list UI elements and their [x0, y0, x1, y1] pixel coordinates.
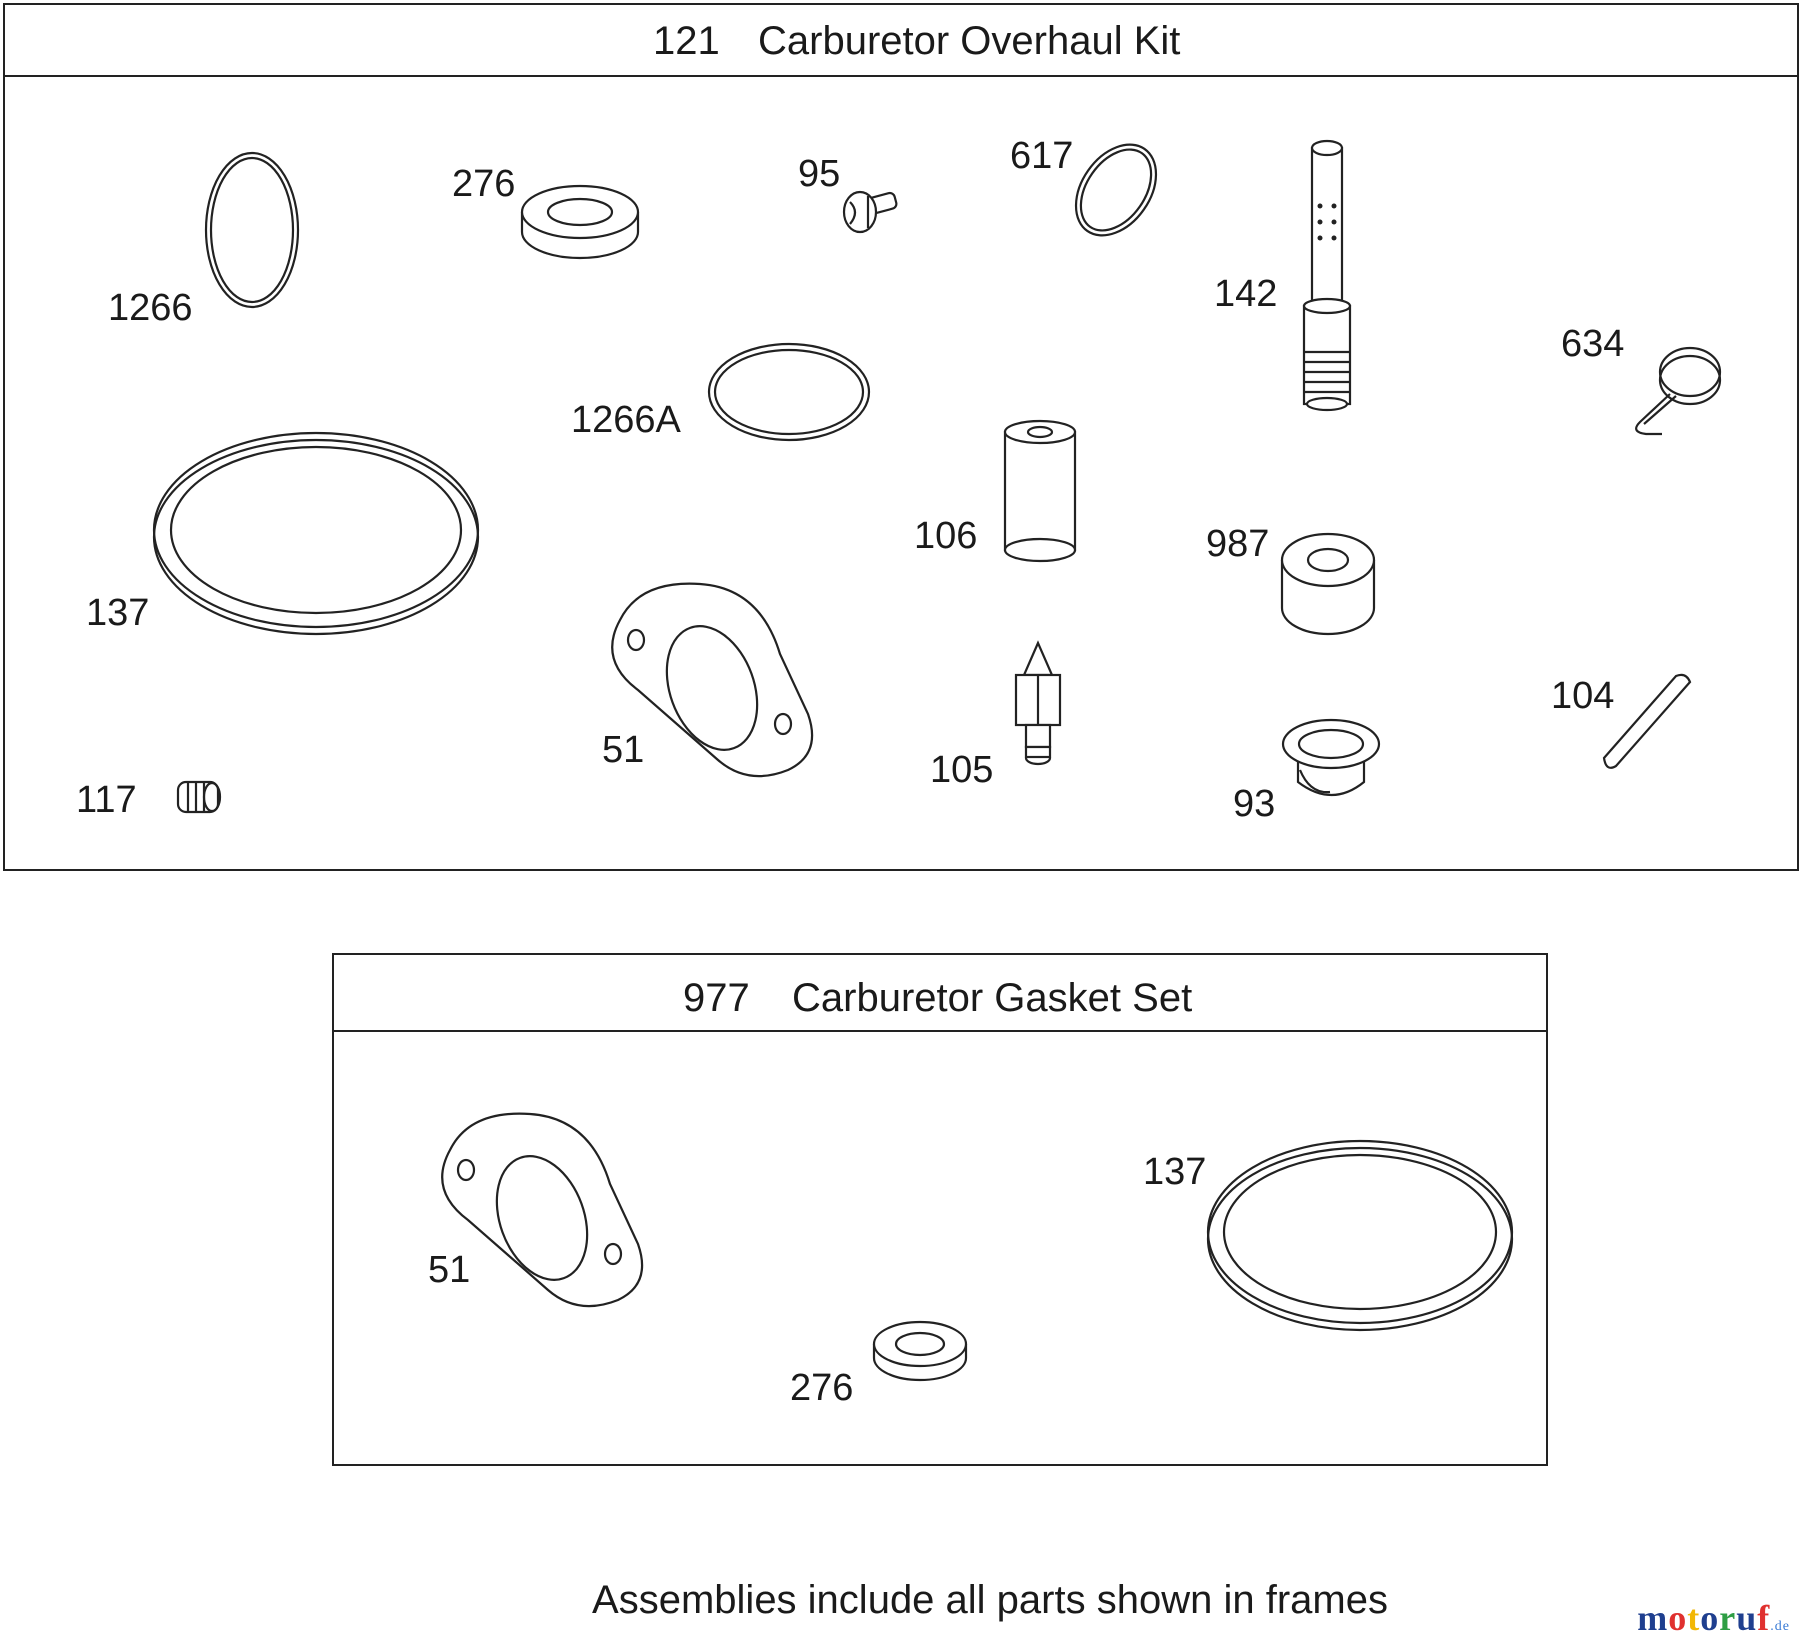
- part-label-137: 137: [1143, 1151, 1206, 1193]
- watermark-letter: r: [1719, 1598, 1737, 1638]
- footer-note: Assemblies include all parts shown in fr…: [592, 1578, 1388, 1622]
- gasket-set-number: 977: [683, 976, 750, 1020]
- bowl-gasket-part: [1206, 1139, 1514, 1332]
- cylinder-part: [1003, 419, 1077, 563]
- part-label-51: 51: [428, 1249, 470, 1291]
- part-label-93: 93: [1233, 783, 1275, 825]
- part-label-95: 95: [798, 153, 840, 195]
- bowl-gasket-part: [152, 431, 480, 636]
- part-label-617: 617: [1010, 135, 1073, 177]
- watermark-name: motoruf: [1637, 1598, 1770, 1638]
- watermark-suffix: .de: [1770, 1619, 1790, 1634]
- flange-gasket-part: [611, 582, 814, 778]
- part-label-634: 634: [1561, 323, 1624, 365]
- gasket-set-title: Carburetor Gasket Set: [792, 976, 1192, 1020]
- part-label-987: 987: [1206, 523, 1269, 565]
- part-label-117: 117: [76, 779, 137, 821]
- part-label-1266: 1266: [108, 287, 193, 329]
- seat-part: [1281, 718, 1381, 796]
- part-label-137: 137: [86, 592, 149, 634]
- large-o-ring-part: [707, 342, 871, 442]
- spring-part: [1635, 346, 1722, 436]
- screw-part: [842, 190, 898, 234]
- small-o-ring-part: [1074, 143, 1158, 237]
- emulsion-tube-part: [1302, 139, 1352, 412]
- overhaul-kit-frame: 121 Carburetor Overhaul Kit 1266 276 95: [3, 3, 1799, 871]
- flange-gasket-part: [441, 1112, 644, 1308]
- part-label-105: 105: [930, 749, 993, 791]
- washer-part: [520, 184, 640, 260]
- bushing-part: [1280, 532, 1376, 636]
- part-label-51: 51: [602, 729, 644, 771]
- gasket-set-border: [332, 953, 1548, 1466]
- watermark-letter: u: [1736, 1598, 1758, 1638]
- overhaul-kit-number: 121: [653, 19, 720, 63]
- watermark-logo: motoruf.de: [1637, 1597, 1790, 1639]
- part-label-1266A: 1266A: [571, 399, 682, 441]
- washer-part: [872, 1320, 968, 1382]
- watermark-letter: o: [1700, 1598, 1720, 1638]
- part-label-106: 106: [914, 515, 977, 557]
- watermark-letter: o: [1668, 1598, 1688, 1638]
- o-ring-part: [204, 151, 300, 309]
- part-label-276: 276: [790, 1367, 853, 1409]
- watermark-letter: f: [1757, 1598, 1771, 1638]
- part-label-104: 104: [1551, 675, 1614, 717]
- overhaul-kit-title: Carburetor Overhaul Kit: [758, 19, 1180, 63]
- overhaul-kit-border: [3, 3, 1799, 871]
- pin-part: [1602, 673, 1692, 769]
- needle-valve-part: [1014, 640, 1062, 766]
- gasket-set-frame: 977 Carburetor Gasket Set 51 137 276: [332, 953, 1548, 1466]
- part-label-276: 276: [452, 163, 515, 205]
- part-label-142: 142: [1214, 273, 1277, 315]
- watermark-letter: m: [1637, 1598, 1669, 1638]
- watermark-letter: t: [1687, 1598, 1701, 1638]
- jet-part: [176, 780, 222, 814]
